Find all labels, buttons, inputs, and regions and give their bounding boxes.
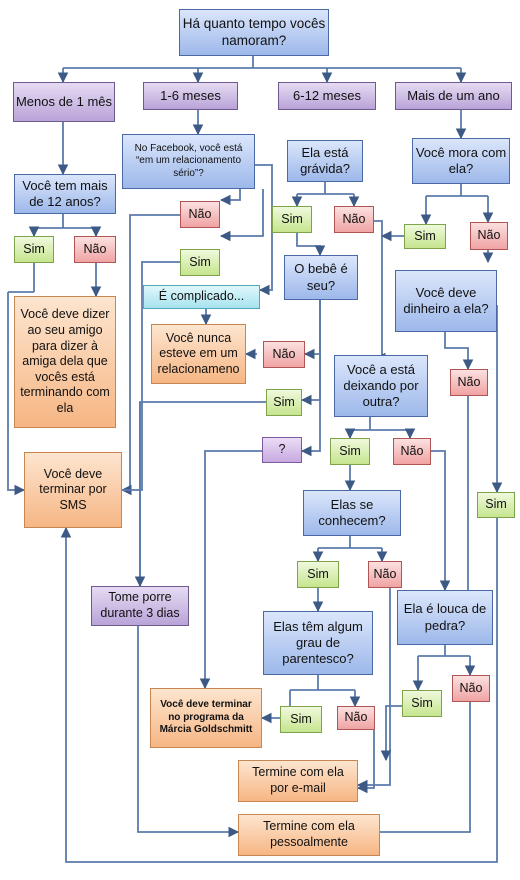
question-is-baby-yours: O bebê é seu? [284, 255, 358, 300]
question-owe-her-money: Você deve dinheiro a ela? [395, 270, 497, 332]
result-end-by-email: Termine com ela por e-mail [238, 760, 358, 802]
answer-no-related: Não [337, 706, 375, 730]
answer-yes-related: Sim [280, 706, 322, 733]
result-end-in-person: Termine com ela pessoalmente [238, 814, 380, 856]
result-get-drunk-3-days: Tome porre durante 3 dias [91, 586, 189, 626]
answer-yes-baby: Sim [266, 389, 302, 416]
unknown-question-mark: ? [262, 437, 302, 463]
answer-no-live: Não [470, 222, 508, 250]
branch-6-12-months: 6-12 meses [278, 82, 376, 110]
answer-no-crazy: Não [452, 675, 490, 702]
result-marcia-goldschmitt-show: Você deve terminar no programa da Márcia… [150, 688, 262, 748]
answer-no-another: Não [393, 438, 431, 465]
answer-yes-live: Sim [404, 224, 446, 249]
result-never-in-relationship: Você nunca esteve em um relacionameno [151, 324, 246, 384]
question-do-they-know-each-other: Elas se conhecem? [303, 490, 401, 536]
answer-no-baby: Não [263, 341, 305, 368]
question-over-12: Você tem mais de 12 anos? [14, 174, 116, 214]
answer-no-facebook: Não [180, 201, 220, 228]
branch-less-than-1-month: Menos de 1 mês [13, 82, 115, 122]
question-leaving-for-another: Você a está deixando por outra? [334, 355, 428, 417]
question-are-they-related: Elas têm algum grau de parentesco? [263, 611, 373, 675]
branch-more-than-1-year: Mais de um ano [395, 82, 512, 110]
answer-yes-over-12: Sim [14, 236, 54, 263]
question-do-you-live-with-her: Você mora com ela? [412, 138, 510, 184]
answer-yes-crazy: Sim [402, 690, 442, 717]
question-facebook-relationship: No Facebook, você está “em um relacionam… [122, 134, 255, 189]
result-tell-friend: Você deve dizer ao seu amigo para dizer … [14, 296, 116, 428]
question-is-she-crazy: Ela é louca de pedra? [397, 590, 493, 645]
answer-yes-know: Sim [297, 561, 339, 588]
answer-no-know: Não [368, 561, 402, 588]
answer-no-pregnant: Não [334, 206, 374, 233]
answer-no-over-12: Não [74, 236, 116, 263]
question-is-she-pregnant: Ela está grávida? [287, 140, 363, 182]
branch-1-6-months: 1-6 meses [143, 82, 238, 110]
answer-yes-another: Sim [330, 438, 370, 465]
answer-yes-money: Sim [477, 492, 515, 518]
answer-no-money: Não [450, 369, 488, 396]
answer-yes-facebook: Sim [180, 249, 220, 276]
root-question: Há quanto tempo vocês namoram? [179, 9, 329, 56]
answer-its-complicated: É complicado... [143, 285, 260, 309]
result-end-by-sms: Você deve terminar por SMS [24, 452, 122, 528]
answer-yes-pregnant: Sim [272, 206, 312, 233]
